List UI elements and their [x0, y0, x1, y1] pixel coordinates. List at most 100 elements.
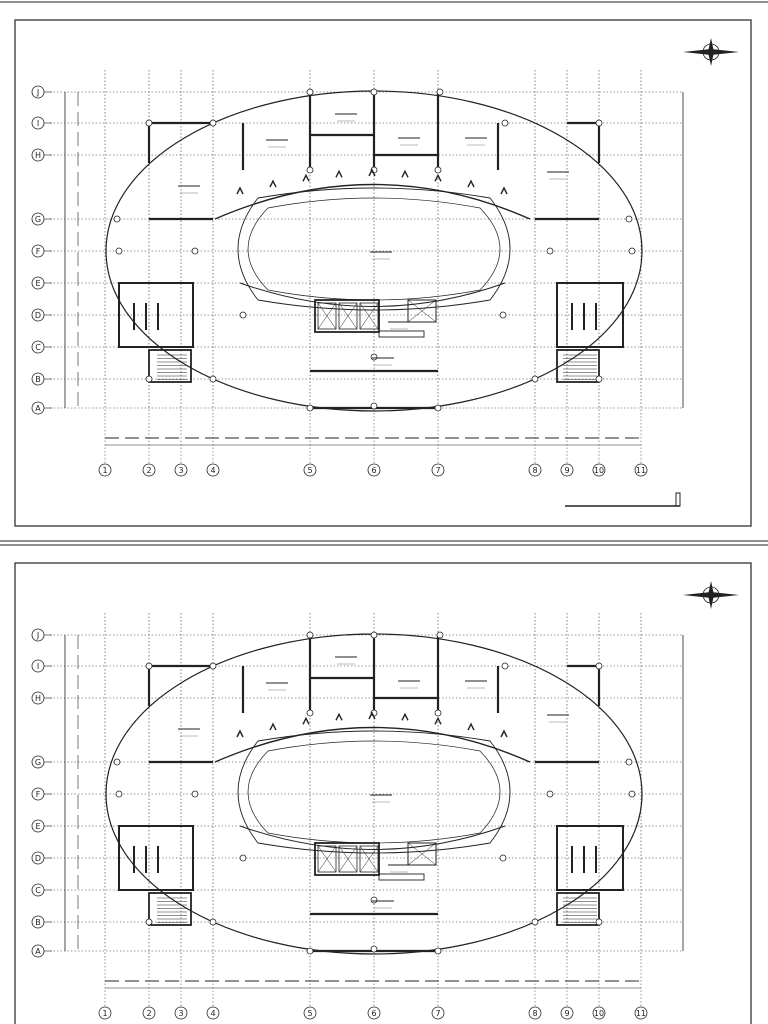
column-bubble: [634, 463, 648, 477]
column-label: 4: [210, 1009, 215, 1018]
seat-vomitory: [269, 722, 277, 731]
seat-vomitory: [467, 179, 475, 188]
lift-cross: [317, 845, 337, 873]
seat-vomitory: [500, 729, 508, 738]
structural-column: [306, 709, 314, 717]
seat-vomitory: [401, 169, 409, 178]
structural-column: [306, 631, 314, 639]
structural-column: [434, 709, 442, 717]
structural-column: [145, 375, 153, 383]
service-shaft: [407, 842, 437, 866]
column-bubble: [206, 463, 220, 477]
sheet-frame: [14, 19, 752, 527]
structural-column: [239, 854, 247, 862]
service-cross: [407, 842, 437, 866]
seat-vomitory: [401, 712, 409, 721]
structural-column: [113, 758, 121, 766]
lift-shaft: [359, 302, 379, 330]
column-label: 7: [435, 1009, 440, 1018]
row-label: H: [35, 694, 41, 703]
lift-shaft: [359, 845, 379, 873]
structural-column: [546, 790, 554, 798]
seating-edge-south: [239, 282, 506, 307]
structural-column: [434, 947, 442, 955]
column-bubble: [367, 1006, 381, 1020]
track-inner: [247, 740, 501, 844]
row-label: C: [35, 886, 41, 895]
seat-vomitory: [302, 716, 310, 725]
structural-column: [370, 88, 378, 96]
row-label: C: [35, 343, 41, 352]
compass-needle-ew: [683, 592, 739, 598]
column-label: 1: [102, 466, 107, 475]
lift-shaft: [338, 302, 358, 330]
west-toilet-block: [118, 825, 194, 891]
row-label: E: [35, 279, 40, 288]
seat-vomitory: [434, 173, 442, 182]
row-label: J: [36, 88, 39, 97]
column-bubble: [98, 463, 112, 477]
seat-vomitory: [500, 186, 508, 195]
seat-vomitory: [335, 712, 343, 721]
counter: [378, 873, 425, 881]
row-label: H: [35, 151, 41, 160]
column-bubble: [174, 463, 188, 477]
row-label: J: [36, 631, 39, 640]
column-label: 10: [594, 1009, 604, 1018]
structural-column: [434, 166, 442, 174]
structural-column: [145, 119, 153, 127]
structural-column: [546, 247, 554, 255]
column-bubble: [174, 1006, 188, 1020]
lift-core: [314, 299, 380, 333]
structural-column: [239, 311, 247, 319]
seat-vomitory: [434, 716, 442, 725]
structural-column: [209, 662, 217, 670]
column-bubble: [592, 1006, 606, 1020]
structural-column: [209, 918, 217, 926]
column-bubble: [303, 463, 317, 477]
structural-column: [595, 918, 603, 926]
scale-bar-end: [675, 492, 681, 507]
column-bubble: [528, 463, 542, 477]
compass-needle-ew: [683, 49, 739, 55]
lift-cross: [359, 302, 379, 330]
structural-column: [370, 402, 378, 410]
sheet-frame: [14, 562, 752, 1024]
row-label: I: [37, 119, 39, 128]
seating-edge-north: [214, 726, 531, 763]
seating-edge-south: [239, 825, 506, 850]
column-label: 9: [564, 1009, 569, 1018]
seat-vomitory: [368, 711, 376, 720]
column-label: 10: [594, 466, 604, 475]
compass-rose-icon: [683, 38, 739, 66]
row-label: B: [35, 375, 41, 384]
row-label: G: [35, 215, 41, 224]
column-bubble: [528, 1006, 542, 1020]
column-bubble: [367, 463, 381, 477]
structural-column: [436, 631, 444, 639]
structural-column: [370, 353, 378, 361]
column-bubble: [431, 463, 445, 477]
column-bubble: [206, 1006, 220, 1020]
row-label: I: [37, 662, 39, 671]
column-label: 2: [146, 466, 151, 475]
column-label: 1: [102, 1009, 107, 1018]
structural-column: [191, 247, 199, 255]
structural-column: [113, 215, 121, 223]
column-label: 3: [178, 1009, 183, 1018]
seat-vomitory: [236, 729, 244, 738]
column-label: 5: [307, 1009, 312, 1018]
west-stair: [148, 892, 192, 926]
column-label: 9: [564, 466, 569, 475]
column-label: 8: [532, 466, 537, 475]
structural-column: [625, 758, 633, 766]
structural-column: [209, 375, 217, 383]
structural-column: [306, 404, 314, 412]
column-label: 4: [210, 466, 215, 475]
seat-vomitory: [302, 173, 310, 182]
row-label: D: [35, 854, 41, 863]
track-outer: [237, 730, 511, 854]
track-inner: [247, 197, 501, 301]
